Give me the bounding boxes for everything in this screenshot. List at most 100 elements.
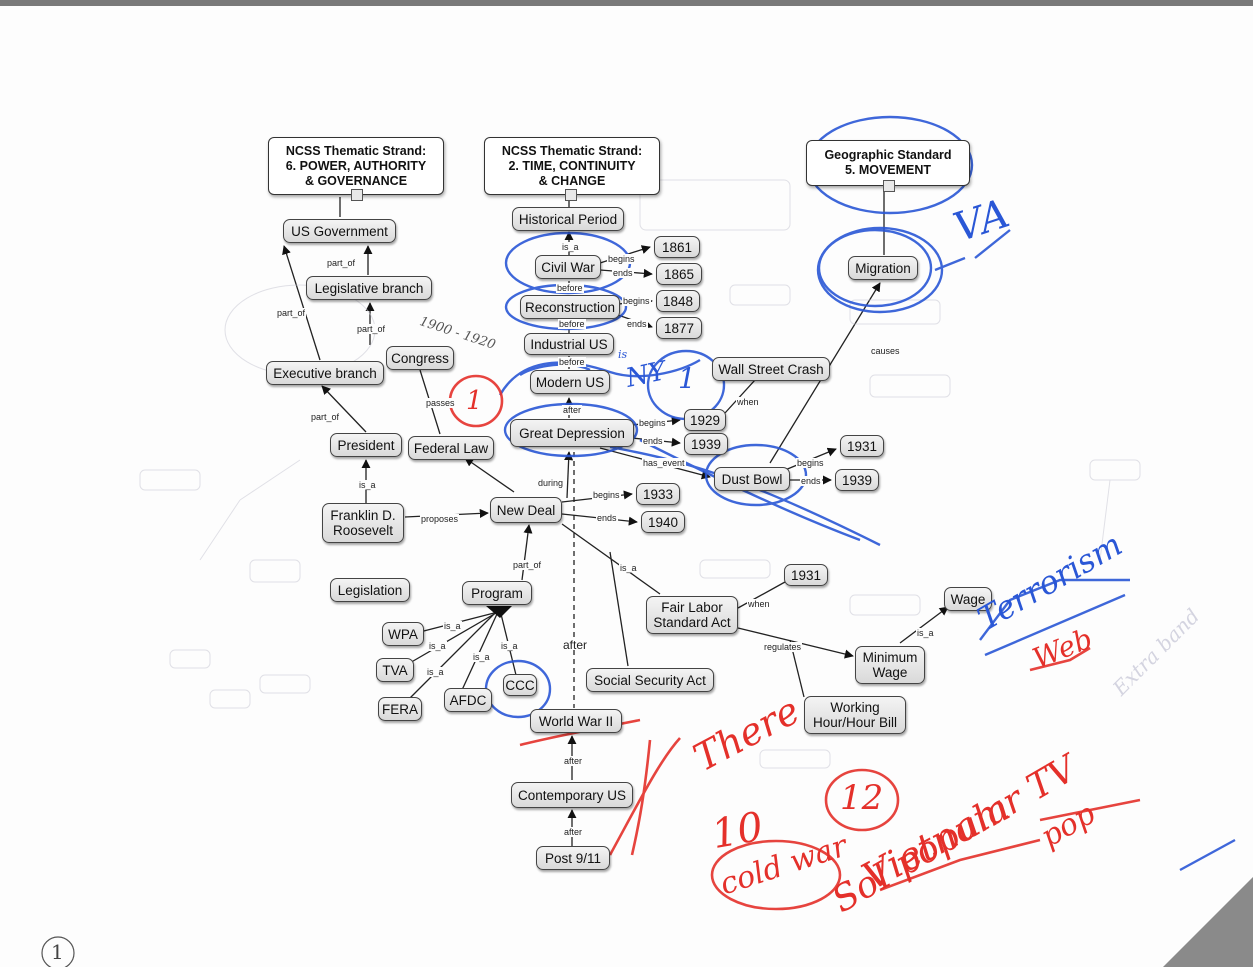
node-dust-bowl[interactable]: Dust Bowl	[714, 467, 790, 491]
link-label: is_a	[426, 667, 445, 677]
node-modern-us[interactable]: Modern US	[530, 370, 610, 394]
node-social-security-act[interactable]: Social Security Act	[586, 668, 714, 692]
node-wage[interactable]: Wage	[944, 587, 992, 611]
document-icon[interactable]	[351, 189, 363, 201]
link-line	[724, 379, 756, 414]
node-federal-law[interactable]: Federal Law	[408, 436, 494, 460]
red-scribble	[608, 737, 681, 856]
root-power-authority[interactable]: NCSS Thematic Strand: 6. POWER, AUTHORIT…	[268, 137, 444, 195]
node-industrial-us[interactable]: Industrial US	[524, 333, 614, 355]
root-line: & CHANGE	[538, 173, 606, 188]
node-migration[interactable]: Migration	[848, 256, 918, 280]
node-1848[interactable]: 1848	[656, 290, 700, 312]
root-time-continuity[interactable]: NCSS Thematic Strand: 2. TIME, CONTINUIT…	[484, 137, 660, 195]
link-label: when	[747, 599, 771, 609]
node-1861[interactable]: 1861	[654, 236, 700, 258]
node-ccc[interactable]: CCC	[503, 674, 537, 696]
link-label: before	[558, 357, 586, 367]
node-historical-period[interactable]: Historical Period	[512, 207, 624, 231]
red-scribble	[879, 838, 1041, 892]
red-scribble	[1029, 646, 1091, 672]
link-line	[407, 613, 495, 701]
link-label: is_a	[428, 641, 447, 651]
red-circle	[824, 768, 900, 832]
link-line	[321, 385, 367, 433]
link-line	[407, 612, 497, 665]
document-icon[interactable]	[883, 180, 895, 192]
link-label: part_of	[512, 560, 543, 570]
node-1877[interactable]: 1877	[656, 317, 702, 339]
node-executive-branch[interactable]: Executive branch	[266, 361, 384, 385]
node-wall-street-crash[interactable]: Wall Street Crash	[712, 357, 830, 381]
node-fair-labor-act[interactable]: Fair Labor Standard Act	[646, 596, 738, 634]
link-label: passes	[425, 398, 456, 408]
link-line	[521, 524, 533, 581]
link-label: ends	[800, 476, 822, 486]
blue-scribble	[498, 358, 701, 396]
red-circle	[710, 839, 842, 911]
node-1931-db[interactable]: 1931	[840, 435, 884, 457]
link-label: before	[556, 283, 584, 293]
blue-scribble	[979, 578, 1130, 641]
node-contemporary-us[interactable]: Contemporary US	[511, 782, 633, 808]
link-label: is_a	[500, 641, 519, 651]
node-world-war-ii[interactable]: World War II	[530, 709, 622, 733]
link-label: after	[563, 827, 584, 837]
node-us-government[interactable]: US Government	[283, 219, 396, 243]
blue-circle	[503, 402, 639, 458]
link-label: is_a	[472, 652, 491, 662]
handwritten-twelve: 12	[840, 778, 884, 818]
node-1933[interactable]: 1933	[636, 483, 680, 505]
node-civil-war[interactable]: Civil War	[535, 255, 601, 279]
red-scribble	[1039, 798, 1141, 822]
node-tva[interactable]: TVA	[376, 658, 414, 682]
link-label: causes	[870, 346, 901, 356]
node-minimum-wage[interactable]: Minimum Wage	[855, 646, 925, 684]
node-franklin-roosevelt[interactable]: Franklin D. Roosevelt	[322, 503, 404, 543]
page-corner-fold	[1163, 877, 1253, 967]
node-reconstruction[interactable]: Reconstruction	[520, 295, 620, 319]
node-1940[interactable]: 1940	[641, 511, 685, 533]
link-label: before	[558, 319, 586, 329]
node-congress[interactable]: Congress	[386, 346, 454, 370]
root-line: 2. TIME, CONTINUITY	[508, 158, 636, 173]
link-label: part_of	[326, 258, 357, 268]
node-new-deal[interactable]: New Deal	[490, 497, 562, 523]
handwritten-is: is	[618, 348, 628, 361]
node-1929[interactable]: 1929	[684, 409, 726, 431]
root-line: NCSS Thematic Strand:	[285, 143, 427, 158]
root-line: 6. POWER, AUTHORITY	[285, 158, 427, 173]
link-label: part_of	[356, 324, 387, 334]
node-afdc[interactable]: AFDC	[444, 688, 492, 712]
node-program[interactable]: Program	[462, 581, 532, 605]
link-label: begins	[638, 418, 667, 428]
link-label: begins	[622, 296, 651, 306]
blue-scribble	[974, 229, 1011, 259]
node-wpa[interactable]: WPA	[382, 622, 424, 646]
node-1939-gd[interactable]: 1939	[684, 433, 728, 455]
handwritten-ten: 10	[708, 803, 767, 859]
node-legislation[interactable]: Legislation	[330, 578, 410, 602]
link-line	[464, 457, 515, 493]
scan-edge	[0, 0, 1253, 6]
node-1931-fla[interactable]: 1931	[784, 564, 828, 586]
link-line	[609, 551, 629, 667]
document-icon[interactable]	[565, 189, 577, 201]
node-president[interactable]: President	[330, 433, 402, 457]
node-fera[interactable]: FERA	[378, 697, 422, 721]
page-number-circle	[41, 936, 75, 967]
node-post-911[interactable]: Post 9/11	[536, 846, 610, 870]
blue-scribble	[984, 593, 1126, 657]
link-label: ends	[596, 513, 618, 523]
link-label: after	[562, 638, 589, 652]
link-label: part_of	[276, 308, 307, 318]
node-great-depression[interactable]: Great Depression	[510, 419, 634, 447]
page-number: 1	[51, 940, 64, 964]
node-1939-db[interactable]: 1939	[835, 469, 879, 491]
link-label: has_event	[642, 458, 686, 468]
node-working-hour-bill[interactable]: Working Hour/Hour Bill	[804, 696, 906, 734]
link-label: during	[537, 478, 565, 488]
link-line	[282, 245, 321, 361]
node-legislative-branch[interactable]: Legislative branch	[306, 276, 432, 300]
node-1865[interactable]: 1865	[656, 263, 702, 285]
